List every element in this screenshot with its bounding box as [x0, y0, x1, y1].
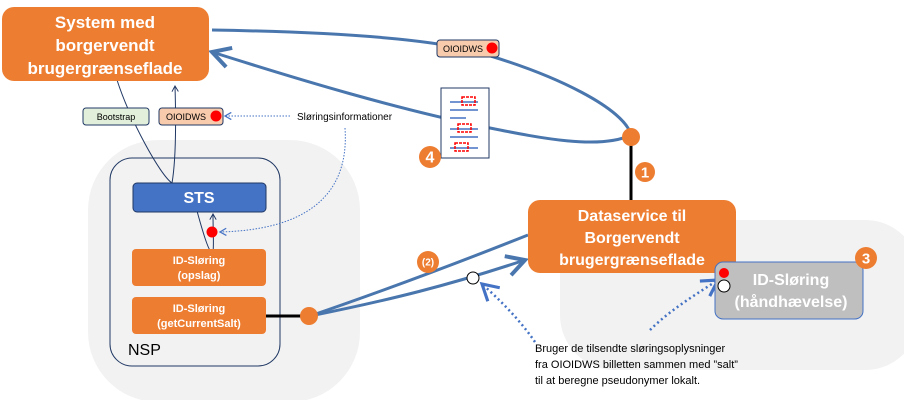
step-3-label: 3 [862, 251, 870, 268]
dataservice-line-3: brugergrænseflade [559, 252, 705, 269]
system-box[interactable] [2, 7, 209, 81]
step-4-badge [419, 146, 441, 168]
flow-to-system-arrow [212, 52, 632, 144]
id-sloring-enforcement-box[interactable] [714, 261, 864, 320]
bootstrap-tag-label: Bootstrap [97, 112, 136, 122]
sts-box[interactable] [132, 182, 267, 213]
step-3-badge [855, 247, 877, 269]
id-sloring-enforcement-line-1: ID-Sløring [753, 272, 829, 289]
open-circle-marker [466, 271, 480, 285]
note-line-3: til at beregne pseudonymer lokalt. [535, 375, 700, 387]
flow-dataservice-to-system-top [211, 28, 633, 136]
bootstrap-line [116, 79, 173, 184]
oioidws-tag-top[interactable] [436, 39, 500, 58]
red-dot-icon [206, 226, 218, 238]
id-sloring-opslag-line-1: ID-Sløring [173, 255, 226, 267]
oioidws-tag-left[interactable] [158, 107, 224, 126]
obfuscated-document-icon [440, 87, 490, 159]
id-sloring-salt-line-2: (getCurrentSalt) [157, 318, 241, 330]
flow-salt-to-dataservice-lower [309, 260, 525, 318]
note-to-enforcement-line [649, 278, 721, 331]
step-2-badge [417, 251, 439, 273]
note-to-flow-line [479, 281, 537, 343]
step-1-badge [635, 162, 655, 182]
connector-dot-salt [300, 307, 318, 325]
red-dot-icon [210, 110, 222, 122]
oioidws-line-to-system [171, 85, 179, 184]
note-line-2: fra OIOIDWS billetten sammen med ”salt” [535, 359, 738, 371]
dataservice-line-1: Dataservice til [578, 208, 687, 225]
sloringsinfo-to-sts-line [218, 127, 346, 236]
bootstrap-tag[interactable] [82, 107, 150, 126]
sts-label: STS [183, 190, 214, 207]
step-2-label: (2) [422, 258, 434, 269]
nsp-container [109, 157, 281, 367]
red-dot-icon [486, 42, 498, 54]
step-1-label: 1 [641, 165, 649, 182]
flow-salt-to-dataservice-upper [309, 233, 529, 318]
note-line-1: Bruger de tilsendte sløringsoplysninger [535, 343, 725, 355]
id-sloring-opslag-box[interactable] [132, 249, 266, 286]
dataservice-box[interactable] [528, 200, 736, 273]
id-sloring-opslag-line-2: (opslag) [178, 270, 221, 282]
system-box-line-3: brugergrænseflade [28, 59, 183, 78]
dataservice-line-2: Borgervendt [584, 230, 680, 247]
system-box-line-1: System med [55, 13, 155, 32]
open-circle-marker [717, 279, 731, 293]
nsp-label: NSP [128, 342, 161, 359]
red-dot-icon [719, 268, 729, 278]
id-sloring-enforcement-line-2: (håndhævelse) [735, 293, 848, 311]
step-4-label: 4 [426, 150, 435, 167]
sloringsinformationer-label: Sløringsinformationer [297, 112, 393, 123]
connector-dot-top [622, 128, 640, 146]
oioidws-tag-top-label: OIOIDWS [443, 44, 483, 54]
id-sloring-salt-box[interactable] [132, 297, 266, 334]
id-sloring-salt-line-1: ID-Sløring [173, 303, 226, 315]
oioidws-tag-left-label: OIOIDWS [166, 112, 206, 122]
system-box-line-2: borgervendt [55, 36, 155, 55]
